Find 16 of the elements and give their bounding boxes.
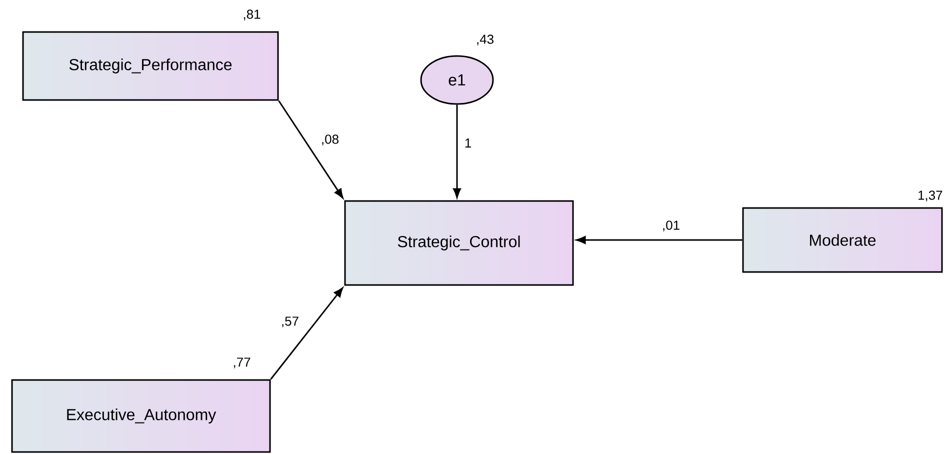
arrow — [453, 104, 461, 198]
edge-label: 1 — [465, 138, 471, 148]
arrow — [278, 100, 344, 198]
variable-box: Strategic_Performance — [22, 31, 279, 101]
variable-box: Strategic_Control — [344, 200, 574, 286]
variance-label: 1,37 — [918, 190, 942, 202]
edge-label: ,57 — [282, 316, 298, 328]
variance-label: ,77 — [234, 358, 250, 368]
arrow — [270, 287, 344, 380]
variance-label: ,81 — [244, 10, 260, 20]
variance-label: ,43 — [477, 34, 494, 46]
edge-label: ,01 — [663, 220, 680, 232]
arrow — [576, 236, 742, 244]
edge-label: ,08 — [322, 134, 338, 146]
variable-box: Moderate — [742, 207, 943, 273]
variable-box: Executive_Autonomy — [11, 379, 271, 453]
